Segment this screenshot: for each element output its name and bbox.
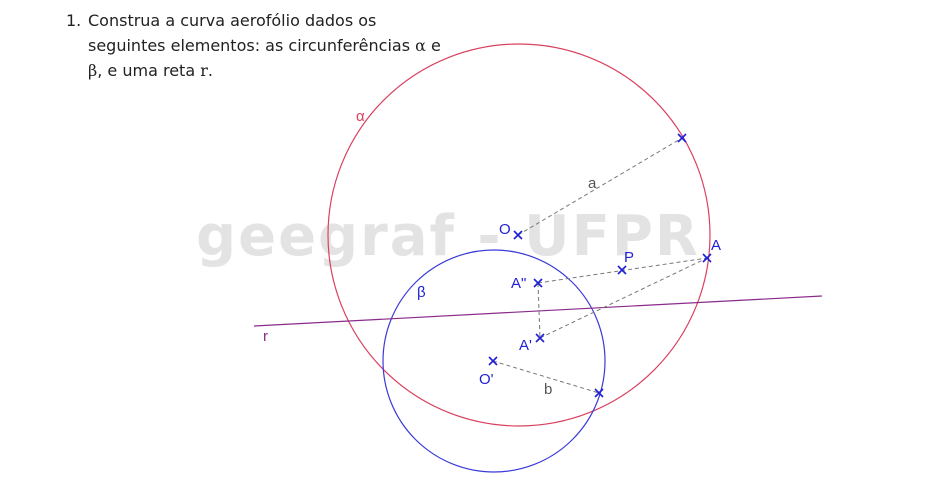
- label-A-prime: A': [519, 337, 532, 354]
- label-alpha: α: [356, 108, 365, 125]
- point-O-prime-marker: [488, 356, 498, 366]
- symbol-beta: β: [88, 61, 98, 80]
- label-a: a: [588, 175, 597, 192]
- label-r: r: [263, 328, 268, 345]
- symbol-r: r: [200, 61, 208, 80]
- label-beta: β: [417, 284, 426, 301]
- circle-alpha: [327, 43, 711, 427]
- exercise-text-part3: , e uma reta: [97, 61, 201, 80]
- radius-segment-a: [517, 137, 683, 236]
- radius-segment-b: [492, 360, 600, 394]
- exercise-number: 1.: [66, 11, 82, 30]
- point-beta-radius-end-marker: [594, 388, 604, 398]
- exercise-text: Construa a curva aerofólio dados os segu…: [88, 8, 458, 83]
- segment-A-double-prime-A-prime: [537, 282, 541, 339]
- symbol-alpha: α: [415, 36, 426, 55]
- circle-beta: [382, 249, 606, 473]
- segment-A-prime-A: [539, 257, 708, 339]
- label-A: A: [711, 237, 721, 254]
- exercise-text-part1: Construa a curva aerofólio dados os segu…: [88, 11, 416, 55]
- line-r: [253, 295, 823, 327]
- label-O-prime: O': [479, 371, 494, 388]
- point-O-marker: [513, 230, 523, 240]
- point-A-prime-marker: [535, 333, 545, 343]
- label-b: b: [544, 381, 552, 398]
- point-alpha-radius-end-marker: [677, 133, 687, 143]
- watermark: geegraf - UFPR: [196, 204, 701, 269]
- label-O: O: [499, 221, 511, 238]
- label-A-double-prime: A": [511, 275, 526, 292]
- point-P-marker: [617, 265, 627, 275]
- construction-lines: [492, 137, 708, 394]
- point-A-marker: [702, 253, 712, 263]
- label-P: P: [624, 249, 634, 266]
- points: [488, 133, 712, 398]
- exercise-text-part2: e: [425, 36, 441, 55]
- exercise-text-part4: .: [207, 61, 213, 80]
- point-A-double-prime-marker: [533, 278, 543, 288]
